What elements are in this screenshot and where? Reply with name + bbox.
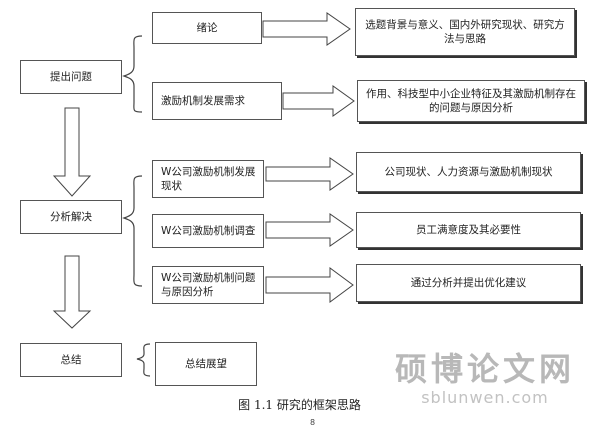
topic-w-status: W公司激励机制发展现状 [152, 160, 264, 198]
topic-w-survey: W公司激励机制调查 [152, 214, 264, 248]
topic-w-survey-label: W公司激励机制调查 [161, 225, 256, 237]
topic-intro-label: 绪论 [196, 22, 218, 34]
detail-w-problems-text: 通过分析并提出优化建议 [410, 277, 527, 289]
stage-problem-label: 提出问题 [50, 71, 92, 83]
topic-incentive-needs: 激励机制发展需求 [152, 82, 282, 120]
brace-analysis [122, 175, 143, 287]
detail-intro-text: 选题背景与意义、国内外研究现状、研究方法与思路 [365, 19, 565, 45]
brace-problem [122, 35, 143, 113]
detail-intro: 选题背景与意义、国内外研究现状、研究方法与思路 [355, 8, 575, 56]
detail-w-survey-text: 员工满意度及其必要性 [416, 224, 521, 236]
topic-outlook: 总结展望 [155, 342, 257, 386]
brace-summary [136, 343, 151, 377]
watermark: 硕博论文网 sblunwen.com [380, 350, 590, 408]
detail-w-status-text: 公司现状、人力资源与激励机制现状 [384, 166, 553, 178]
topic-w-status-label: W公司激励机制发展现状 [161, 166, 256, 192]
arrow-status [265, 157, 354, 191]
figure-caption: 图 1.1 研究的框架思路 [238, 398, 361, 412]
topic-outlook-label: 总结展望 [185, 358, 227, 370]
arrow-down-2 [52, 255, 92, 329]
stage-problem: 提出问题 [20, 60, 122, 94]
arrow-problems [265, 267, 354, 303]
arrow-survey [265, 213, 354, 247]
watermark-cn: 硕博论文网 [394, 350, 575, 388]
topic-incentive-needs-label: 激励机制发展需求 [161, 95, 245, 107]
arrow-intro [262, 12, 351, 46]
arrow-needs [282, 85, 355, 117]
stage-summary: 总结 [20, 343, 122, 377]
page-number: 8 [310, 418, 316, 427]
detail-incentive-needs: 作用、科技型中小企业特征及其激励机制存在的问题与原因分析 [357, 80, 585, 122]
detail-w-status: 公司现状、人力资源与激励机制现状 [356, 152, 581, 192]
topic-w-problems: W公司激励机制问题与原因分析 [152, 266, 264, 304]
stage-analysis-label: 分析解决 [50, 211, 92, 223]
detail-incentive-needs-text: 作用、科技型中小企业特征及其激励机制存在的问题与原因分析 [366, 88, 576, 114]
arrow-down-1 [52, 107, 92, 197]
stage-analysis: 分析解决 [20, 200, 122, 234]
topic-w-problems-label: W公司激励机制问题与原因分析 [161, 272, 256, 298]
stage-summary-label: 总结 [60, 354, 82, 366]
detail-w-problems: 通过分析并提出优化建议 [356, 264, 581, 302]
detail-w-survey: 员工满意度及其必要性 [356, 212, 581, 248]
watermark-url: sblunwen.com [421, 388, 549, 407]
topic-intro: 绪论 [152, 12, 262, 44]
